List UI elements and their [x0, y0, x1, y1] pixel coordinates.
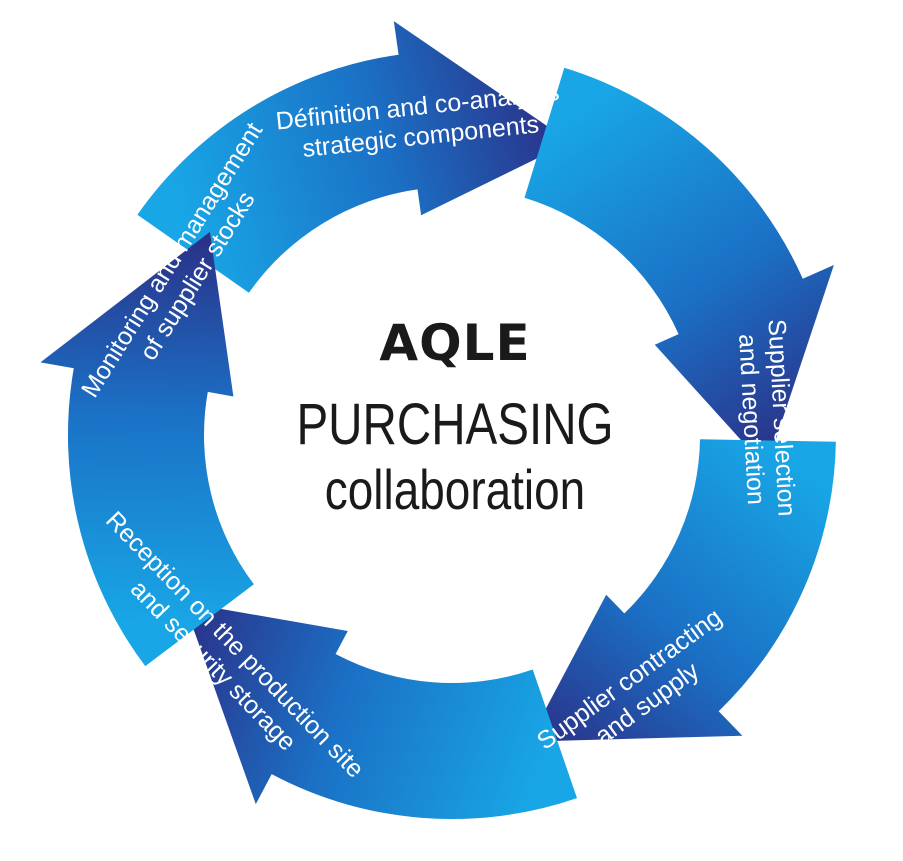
center-subtitle-collaboration: collaboration	[324, 458, 586, 521]
cycle-arrow-5	[40, 231, 254, 667]
cycle-arrow-2	[524, 67, 834, 469]
center-subtitle-purchasing: PURCHASING	[296, 392, 614, 457]
cycle-arrow-3	[528, 439, 836, 742]
center-brand-title: AQLE	[379, 314, 531, 372]
cycle-arrow-4	[184, 602, 577, 820]
cycle-arrow-1	[137, 21, 571, 293]
